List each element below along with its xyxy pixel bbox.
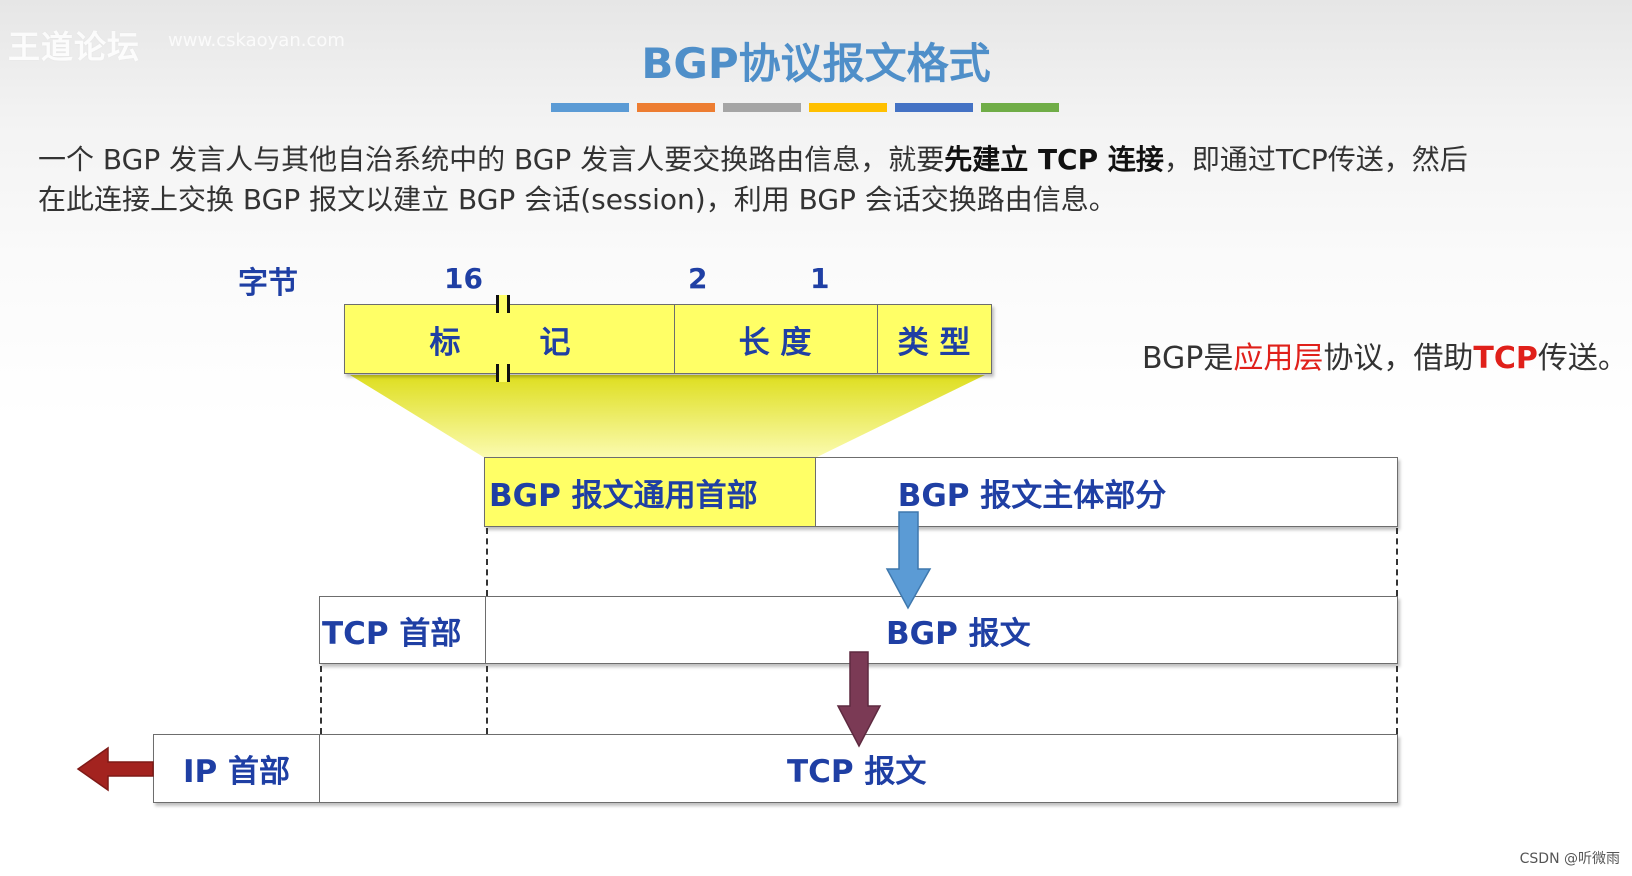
dash-tcp-right <box>1396 666 1398 734</box>
arrow-down-blue <box>885 511 932 610</box>
side-note: BGP是应用层协议，借助TCP传送。 <box>1142 341 1628 376</box>
divider-bgp-header-body <box>815 458 816 526</box>
intro-text-3: 在此连接上交换 BGP 报文以建立 BGP 会话(session)，利用 BGP… <box>38 183 1117 216</box>
marker-bytes-label: 16 <box>444 262 483 295</box>
length-bytes-label: 2 <box>688 262 708 295</box>
dash-tcp-mid <box>486 666 488 734</box>
dash-bgp-right <box>1396 528 1398 596</box>
title-color-bar-6 <box>981 103 1059 112</box>
dash-bgp-left <box>486 528 488 596</box>
intro-text-1: 一个 BGP 发言人与其他自治系统中的 BGP 发言人要交换路由信息，就要 <box>38 143 945 176</box>
divider-marker-length <box>674 305 675 373</box>
intro-text-2: ，即通过TCP传送，然后 <box>1163 143 1468 176</box>
slide-title: BGP协议报文格式 <box>641 39 991 88</box>
divider-ip-header-data <box>319 735 320 802</box>
bgp-message-body: BGP 报文主体部分 <box>897 477 1167 514</box>
title-color-bar-3 <box>723 103 801 112</box>
arrow-left-red <box>76 746 154 792</box>
bgp-common-header: BGP 报文通用首部 <box>485 458 815 526</box>
title-color-bar-5 <box>895 103 973 112</box>
tcp-header: TCP 首部 <box>322 615 462 652</box>
bgp-header-fields: 标 记 长 度 类 型 <box>344 304 992 374</box>
marker-field-b: 记 <box>539 324 571 361</box>
watermark-logo: 王道论坛 <box>8 28 141 66</box>
marker-field-a: 标 <box>429 324 461 361</box>
length-field: 长 度 <box>738 324 812 361</box>
arrow-down-purple <box>836 651 882 748</box>
type-field: 类 型 <box>897 324 971 361</box>
title-color-bar-2 <box>637 103 715 112</box>
bytes-label: 字节 <box>238 266 298 301</box>
type-bytes-label: 1 <box>810 262 830 295</box>
funnel-shape <box>350 375 985 458</box>
title-color-bar-4 <box>809 103 887 112</box>
title-color-bar-1 <box>551 103 629 112</box>
tcp-data-bgp-message: BGP 报文 <box>886 615 1031 652</box>
divider-tcp-header-data <box>485 597 486 663</box>
marker-break-bottom <box>496 364 510 382</box>
ip-header: IP 首部 <box>182 754 291 790</box>
divider-length-type <box>877 305 878 373</box>
intro-emphasis: 先建立 TCP 连接 <box>944 143 1164 176</box>
marker-break-top <box>496 295 510 313</box>
bgp-message-box: BGP 报文通用首部 BGP 报文主体部分 <box>484 457 1398 527</box>
watermark-url: www.cskaoyan.com <box>168 30 345 51</box>
intro-paragraph: 一个 BGP 发言人与其他自治系统中的 BGP 发言人要交换路由信息，就要先建立… <box>38 140 1608 220</box>
footer-credit: CSDN @听微雨 <box>1519 851 1620 867</box>
ip-packet-box: IP 首部 TCP 报文 <box>153 734 1398 803</box>
dash-tcp-left <box>320 666 322 734</box>
ip-data-tcp-segment: TCP 报文 <box>787 754 927 790</box>
